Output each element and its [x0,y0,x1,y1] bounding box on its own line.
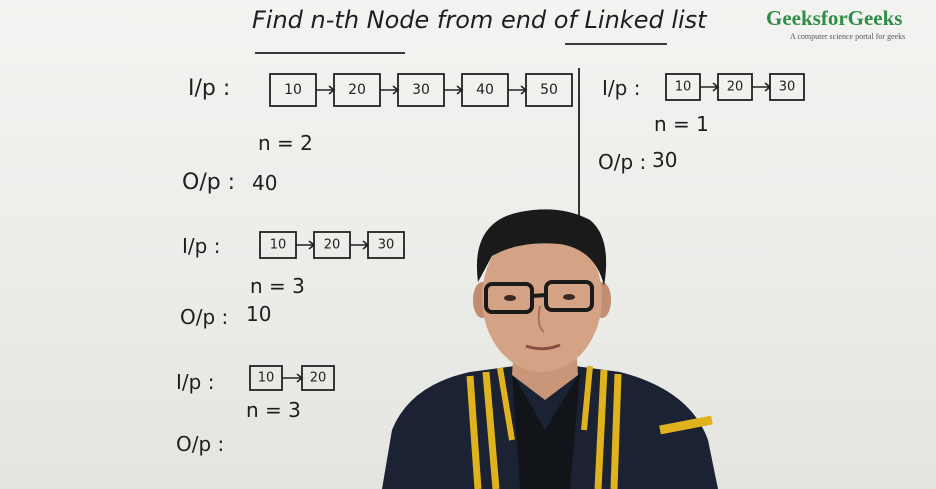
brand-tagline: A computer science portal for geeks [790,32,906,41]
example-2-output-label: O/p : [180,305,229,329]
example-1-node-5: 50 [525,73,573,107]
presenter-mouth [525,343,561,351]
jacket-sleeve-stripe [659,415,713,435]
jacket-stripe-right-2 [594,369,608,489]
svg-text:20: 20 [348,82,366,98]
example-1-input-label: I/p : [188,76,231,101]
example-2-node-3: 30 [367,231,405,259]
jacket-stripe-left-2 [482,371,500,489]
example-3-n-value: n = 3 [246,398,301,422]
svg-text:20: 20 [324,238,341,253]
svg-text:10: 10 [675,80,692,95]
title-underline [255,52,405,54]
svg-text:30: 30 [378,238,395,253]
svg-text:10: 10 [284,82,302,98]
presenter-face [482,224,602,372]
example-1-n-value: n = 2 [258,131,313,155]
example-1-output-label: O/p : [182,170,236,195]
presenter-hair [476,209,607,286]
svg-text:30: 30 [779,80,796,95]
jacket-stripe-right-3 [610,373,622,489]
example-1-output-value: 40 [252,171,278,195]
svg-text:30: 30 [412,82,430,98]
glasses-left-lens [484,282,534,314]
example-4-input-label: I/p : [602,76,641,100]
board-title: Find n-th Node from end of Linked list [252,6,707,34]
svg-text:10: 10 [270,238,287,253]
presenter-eye-left [504,295,516,301]
example-2-output-value: 10 [246,302,272,326]
example-4-node-3: 30 [769,73,805,101]
board-divider-line [578,68,580,226]
example-3-output-label: O/p : [176,432,225,456]
geeksforgeeks-logo: GeeksforGeeks [766,6,903,30]
svg-text:10: 10 [258,371,275,386]
example-3-node-2: 20 [301,365,335,391]
jacket-stripe-left-1 [466,375,482,489]
example-4-output-value: 30 [652,148,678,172]
svg-text:20: 20 [310,371,327,386]
jacket-stripe-right-1 [581,365,593,431]
svg-text:50: 50 [540,82,558,98]
presenter-nose [537,305,545,333]
glasses-bridge [531,293,547,298]
example-4-n-value: n = 1 [654,112,709,136]
example-3-input-label: I/p : [176,370,215,394]
example-2-n-value: n = 3 [250,274,305,298]
example-2-input-label: I/p : [182,234,221,258]
example-4-output-label: O/p : [598,150,647,174]
presenter-eye-right [563,294,575,300]
title-underline-linked-list [565,43,667,45]
svg-text:20: 20 [727,80,744,95]
jacket-stripe-left-3 [497,367,515,441]
presenter-shirt [512,372,580,489]
svg-text:40: 40 [476,82,494,98]
